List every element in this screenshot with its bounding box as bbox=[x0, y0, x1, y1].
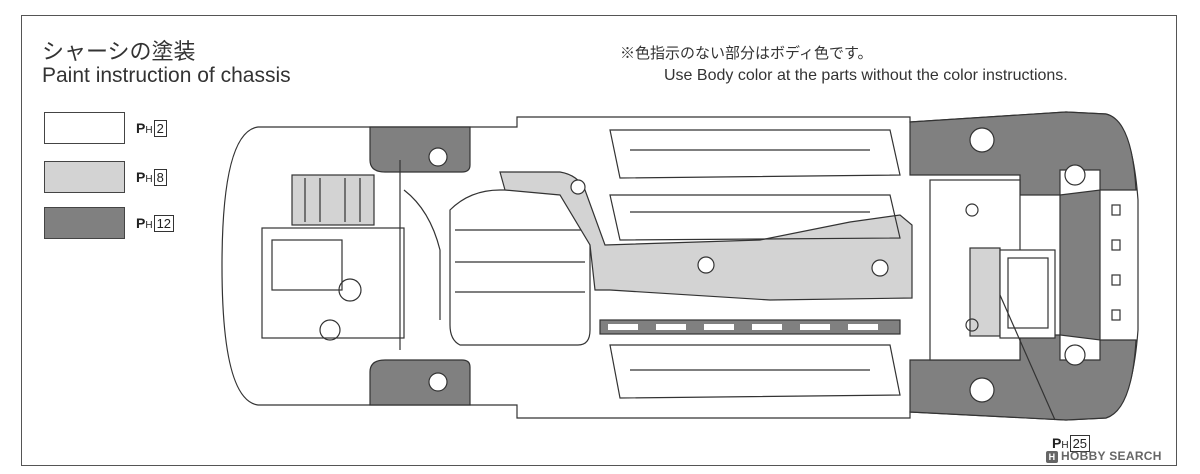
title-japanese: シャーシの塗装 bbox=[42, 39, 196, 64]
exhaust-tunnel bbox=[499, 171, 913, 301]
rear-light-gray-block bbox=[969, 247, 1001, 337]
legend-swatch-light-gray bbox=[44, 161, 125, 193]
rear-upper-panel bbox=[909, 111, 1137, 196]
title-english: Paint instruction of chassis bbox=[42, 64, 291, 87]
diagram-frame bbox=[21, 15, 1177, 466]
floor-rail bbox=[599, 319, 901, 335]
legend-swatch-white bbox=[44, 112, 125, 144]
front-crossmember bbox=[291, 174, 375, 226]
front-right-well bbox=[369, 359, 471, 406]
center-tunnel-frame bbox=[449, 189, 591, 346]
rear-tank bbox=[999, 249, 1056, 339]
hobby-search-logo-icon: H bbox=[1046, 450, 1058, 463]
legend-swatch-dark-gray bbox=[44, 207, 125, 239]
front-left-well bbox=[369, 126, 471, 173]
rear-side-panel bbox=[1059, 189, 1101, 341]
note-japanese: ※色指示のない部分はボディ色です。 bbox=[620, 45, 873, 62]
note-english: Use Body color at the parts without the … bbox=[664, 67, 1068, 84]
